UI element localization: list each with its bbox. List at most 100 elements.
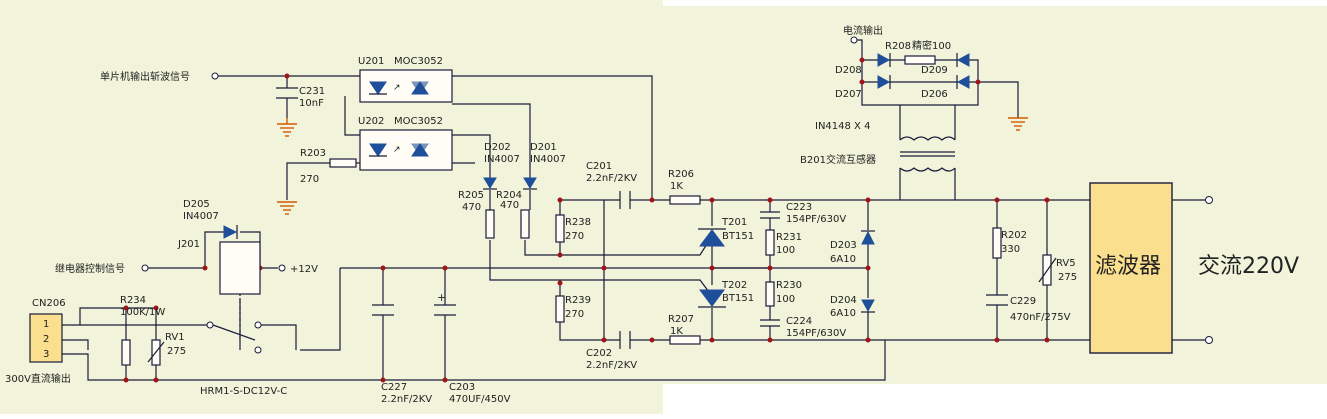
label-r230: R230 (776, 280, 802, 291)
labels: 单片机输出斩波信号 继电器控制信号 +12V 电流输出 300V直流输出 U20… (5, 24, 1299, 405)
background-top-strip (663, 0, 1327, 6)
label-r205-val: 470 (462, 202, 481, 213)
relay-icon (206, 241, 262, 354)
label-d202-val: IN4007 (484, 154, 520, 165)
label-c229-val: 470nF/275V (1010, 312, 1071, 323)
label-bridge-note: IN4148 X 4 (815, 121, 870, 132)
label-c223-val: 154PF/630V (786, 214, 846, 225)
label-r208-val: 精密100 (912, 39, 951, 52)
signal-plus12: +12V (290, 264, 318, 275)
label-t202: T202 (721, 280, 747, 291)
label-c229: C229 (1010, 296, 1036, 307)
label-r234: R234 (120, 295, 146, 306)
label-r230-val: 100 (776, 294, 795, 305)
label-r239-val: 270 (565, 309, 584, 320)
signal-current-out: 电流输出 (843, 24, 883, 37)
thyristor-icons (698, 228, 726, 308)
label-c203-val: 470UF/450V (449, 394, 511, 405)
label-r234-val: 100K/1W (120, 307, 165, 318)
label-r207-val: 1K (670, 326, 683, 337)
optocoupler-u202: ↗ (359, 129, 453, 171)
label-d204: D204 (830, 295, 857, 306)
label-d207: D207 (835, 89, 862, 100)
label-c224: C224 (786, 316, 812, 327)
optocoupler-u201: ↗ (359, 69, 453, 103)
label-c231-val: 10nF (299, 98, 324, 109)
label-r238: R238 (565, 217, 591, 228)
label-t201: T201 (721, 217, 747, 228)
signal-relay-ctrl: 继电器控制信号 (55, 262, 125, 275)
label-t202-val: BT151 (722, 293, 754, 304)
label-r239: R239 (565, 295, 591, 306)
filter-block (1089, 182, 1173, 354)
background-left (0, 0, 663, 414)
label-d205: D205 (183, 199, 210, 210)
label-r206-val: 1K (670, 181, 683, 192)
label-c202-val: 2.2nF/2KV (586, 360, 637, 371)
label-r202-val: 330 (1001, 244, 1020, 255)
label-u202: U202 (358, 116, 384, 127)
label-r204: R204 (496, 190, 522, 201)
label-r238-val: 270 (565, 231, 584, 242)
label-j201: J201 (177, 239, 200, 250)
diode-icons (223, 53, 970, 313)
label-d204-val: 6A10 (830, 308, 856, 319)
label-pin1: 1 (43, 319, 49, 330)
label-c231: C231 (299, 86, 325, 97)
label-d201-val: IN4007 (530, 154, 566, 165)
label-r206: R206 (668, 169, 694, 180)
svg-text:↗: ↗ (393, 145, 401, 155)
label-cn206: CN206 (32, 298, 66, 309)
label-r231-val: 100 (776, 245, 795, 256)
label-c227: C227 (381, 382, 407, 393)
label-r231: R231 (776, 232, 802, 243)
signal-dc300: 300V直流输出 (5, 372, 71, 385)
label-c201: C201 (586, 161, 612, 172)
label-d203: D203 (830, 240, 857, 251)
label-relay: HRM1-S-DC12V-C (200, 386, 287, 397)
label-c201-val: 2.2nF/2KV (586, 173, 637, 184)
filter-label: 滤波器 (1095, 254, 1161, 279)
label-r202: R202 (1001, 230, 1027, 241)
label-c227-val: 2.2nF/2KV (381, 394, 432, 405)
label-u202-part: MOC3052 (394, 116, 443, 127)
label-c203: C203 (449, 382, 475, 393)
label-d206: D206 (921, 89, 948, 100)
label-u201: U201 (358, 56, 384, 67)
label-d203-val: 6A10 (830, 254, 856, 265)
label-rv1: RV1 (165, 332, 185, 343)
label-t201-val: BT151 (722, 231, 754, 242)
junction-dots (123, 57, 1050, 383)
label-r203: R203 (300, 148, 326, 159)
label-c224-val: 154PF/630V (786, 328, 846, 339)
label-r208: R208 (885, 41, 911, 52)
label-u201-part: MOC3052 (394, 56, 443, 67)
ac-label: 交流220V (1198, 254, 1299, 279)
label-r204-val: 470 (500, 200, 519, 211)
label-rv1-val: 275 (167, 346, 186, 357)
plus-marker: + (437, 291, 446, 304)
label-c223: C223 (786, 202, 812, 213)
connector-cn206 (29, 313, 63, 363)
label-d205-val: IN4007 (183, 211, 219, 222)
label-d201: D201 (530, 142, 557, 153)
label-d209: D209 (921, 65, 948, 76)
label-pin3: 3 (43, 349, 49, 360)
label-d208: D208 (835, 65, 862, 76)
label-pin2: 2 (43, 334, 49, 345)
capacitor-icons (276, 87, 1008, 349)
label-rv5-val: 275 (1058, 272, 1077, 283)
ground-icon (277, 117, 1028, 215)
resistor-icons (121, 55, 1057, 366)
label-rv5: RV5 (1056, 258, 1076, 269)
terminals (141, 36, 1213, 344)
svg-text:↗: ↗ (393, 83, 401, 93)
label-r207: R207 (668, 314, 694, 325)
label-d202: D202 (484, 142, 511, 153)
label-r203-val: 270 (300, 174, 319, 185)
label-b201: B201交流互感器 (800, 153, 876, 166)
label-r205: R205 (458, 190, 484, 201)
transformer-icon (899, 136, 956, 180)
